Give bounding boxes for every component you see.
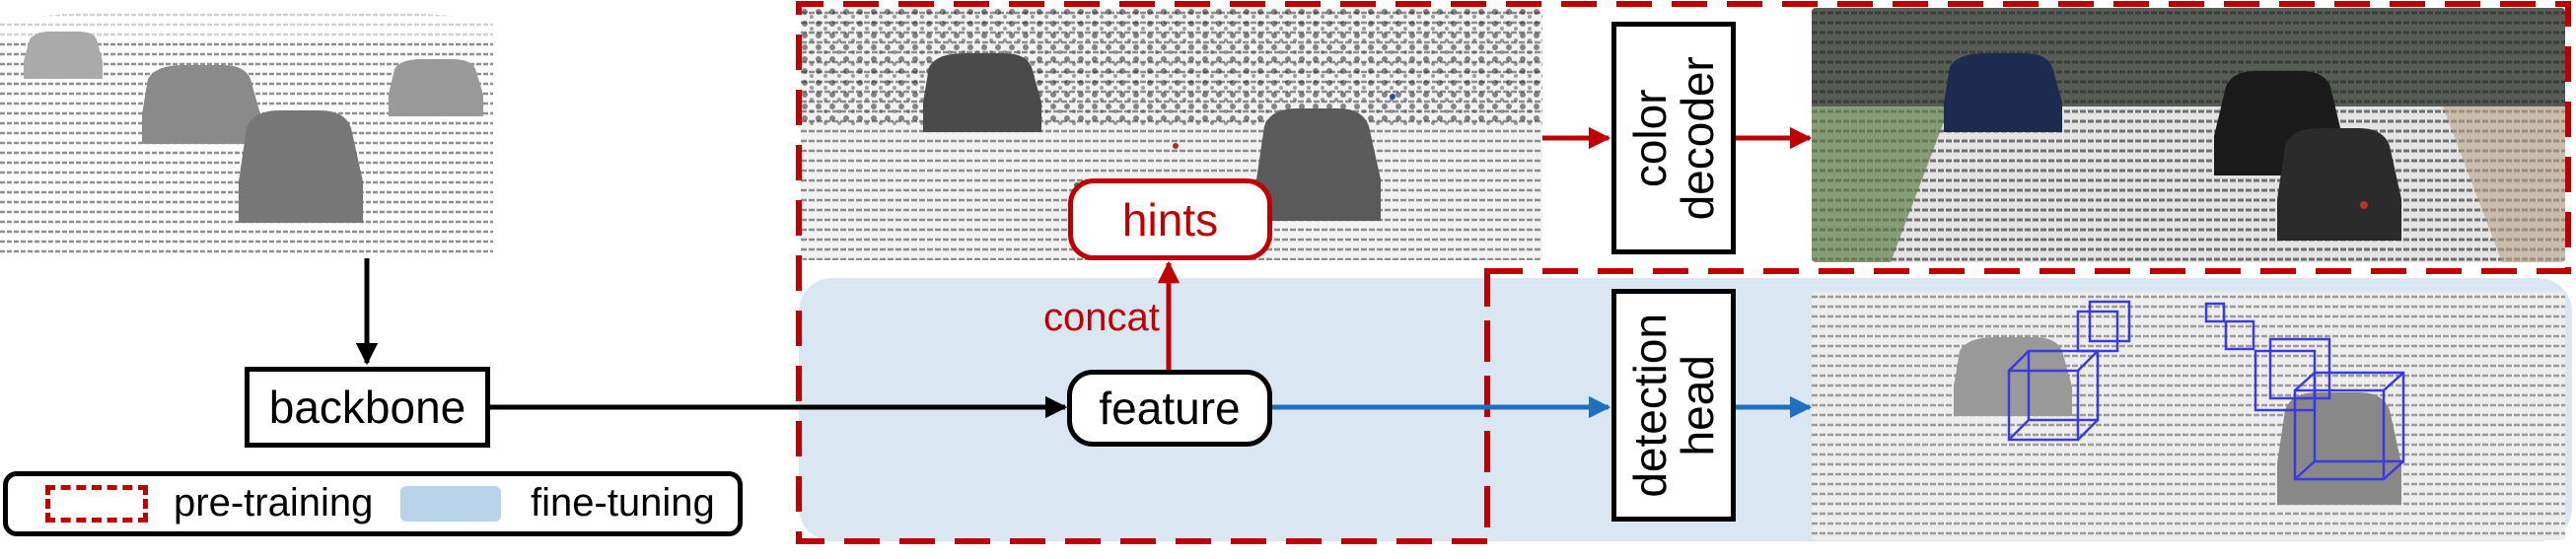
- feature-label: feature: [1099, 383, 1241, 434]
- detection-head-label: detection head: [1623, 313, 1724, 498]
- legend-finetuning-swatch: [400, 486, 501, 522]
- detection-head-node: detection head: [1611, 289, 1736, 522]
- hints-label: hints: [1121, 193, 1219, 245]
- legend-pretraining-swatch: [45, 485, 148, 523]
- hints-node: hints: [1068, 178, 1272, 260]
- detection-point-cloud-image: [1812, 292, 2565, 540]
- colorized-point-cloud-image: [1812, 8, 2565, 262]
- legend-pretraining-label: pre-training: [174, 481, 374, 524]
- legend: pre-training fine-tuning: [3, 471, 743, 536]
- pretraining-border: [796, 1, 2571, 544]
- input-point-cloud-image: [0, 0, 493, 258]
- hint-point-cloud-image: [801, 8, 1542, 260]
- concat-label: concat: [1043, 296, 1160, 339]
- color-decoder-node: color decoder: [1611, 22, 1736, 254]
- backbone-node: backbone: [245, 367, 490, 448]
- color-decoder-label: color decoder: [1623, 55, 1724, 221]
- legend-finetuning-label: fine-tuning: [531, 481, 715, 524]
- backbone-label: backbone: [268, 382, 466, 433]
- feature-node: feature: [1067, 370, 1272, 447]
